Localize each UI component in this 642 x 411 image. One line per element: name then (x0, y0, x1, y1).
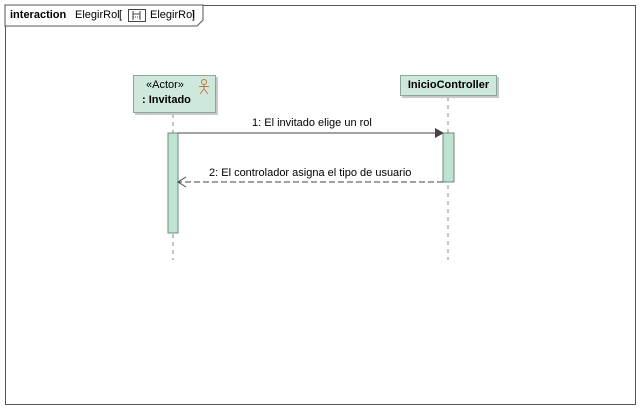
message-1-label[interactable]: 1: El invitado elige un rol (252, 117, 372, 129)
lifeline-head-invitado[interactable]: «Actor» : Invitado (133, 75, 216, 113)
frame-title: interaction ElegirRol [ ElegirRol ] (5, 5, 205, 26)
actor-name: : Invitado (142, 94, 191, 106)
controller-name: InicioController (407, 79, 490, 91)
sequence-diagram-icon (128, 9, 146, 22)
interaction-frame (5, 5, 636, 405)
actor-stereotype: «Actor» (146, 79, 184, 91)
frame-name: ElegirRol (75, 9, 120, 21)
lifeline-head-iniciocontroller[interactable]: InicioController (400, 75, 497, 96)
message-2-label[interactable]: 2: El controlador asigna el tipo de usua… (209, 167, 412, 179)
frame-keyword: interaction (10, 9, 67, 21)
frame-ref-name: ElegirRol (150, 9, 195, 21)
frame-tab (4, 4, 204, 27)
actor-stick-figure-icon (199, 79, 209, 95)
message-2-arrowhead (177, 176, 187, 188)
frame-ref-close: ] (192, 9, 196, 21)
activation-iniciocontroller (442, 132, 455, 183)
activation-invitado (167, 132, 179, 234)
frame-ref-open: [ (119, 9, 123, 21)
message-1-arrowhead (435, 128, 444, 138)
